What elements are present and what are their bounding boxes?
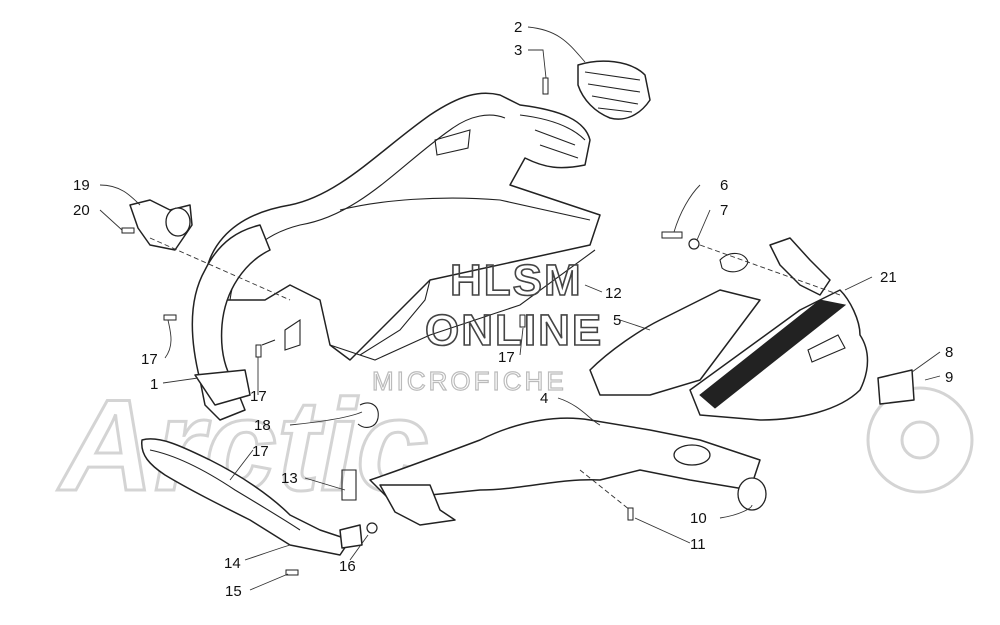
part-label-1: 1 — [150, 376, 158, 393]
logo-wheel-icon — [866, 386, 974, 494]
site-watermark: HLSM ONLINE MICROFICHE — [371, 255, 603, 396]
leader-lines — [99, 26, 941, 591]
screw-icon — [542, 77, 549, 95]
watermark-line-3: MICROFICHE — [372, 366, 567, 396]
part-label-19: 19 — [73, 177, 90, 194]
part-label-3: 3 — [514, 42, 522, 59]
screw-icon — [661, 231, 683, 239]
assembly-line — [699, 244, 841, 296]
part-number-labels: 2 3 19 20 17 1 17 18 17 12 5 4 17 13 14 … — [73, 19, 953, 600]
part-label-13: 13 — [281, 470, 298, 487]
left-side-panel-part — [191, 224, 301, 421]
part-label-4: 4 — [540, 390, 548, 407]
watermark-line-2: ONLINE — [425, 306, 603, 355]
side-vent-part — [542, 60, 651, 120]
part-label-8: 8 — [945, 344, 953, 361]
part-label-17c: 17 — [498, 349, 515, 366]
part-label-9: 9 — [945, 369, 953, 386]
front-bumper-part — [141, 438, 634, 576]
watermark-line-1: HLSM — [450, 256, 583, 305]
part-label-18: 18 — [254, 417, 271, 434]
washer-icon — [688, 238, 700, 250]
part-label-17d: 17 — [252, 443, 269, 460]
part-label-2: 2 — [514, 19, 522, 36]
screw-icon — [121, 227, 135, 234]
part-label-15: 15 — [225, 583, 242, 600]
bumper-part — [369, 417, 767, 526]
right-side-panel-part — [689, 237, 915, 421]
screw-icon — [627, 507, 634, 521]
assembly-line — [149, 237, 291, 301]
belly-pan-part — [589, 289, 761, 396]
part-label-17a: 17 — [141, 351, 158, 368]
grommet-icon — [719, 252, 749, 273]
part-label-14: 14 — [224, 555, 241, 572]
part-label-20: 20 — [73, 202, 90, 219]
part-label-16: 16 — [339, 558, 356, 575]
part-label-6: 6 — [720, 177, 728, 194]
assembly-line — [579, 469, 631, 511]
logo-wheel-hub-icon — [900, 420, 940, 460]
screw-icon — [285, 569, 299, 576]
part-label-5: 5 — [613, 312, 621, 329]
part-label-11: 11 — [690, 536, 706, 553]
screw-icon — [163, 314, 177, 321]
part-label-7: 7 — [720, 202, 728, 219]
part-label-17b: 17 — [250, 388, 267, 405]
boot-part — [121, 199, 193, 251]
screw-icon — [519, 314, 526, 328]
part-label-21: 21 — [880, 269, 897, 286]
part-label-12: 12 — [605, 285, 622, 302]
screw-icon — [255, 344, 262, 358]
hood-part — [203, 92, 601, 361]
clip-ring-icon — [357, 402, 379, 428]
part-label-10: 10 — [690, 510, 707, 527]
